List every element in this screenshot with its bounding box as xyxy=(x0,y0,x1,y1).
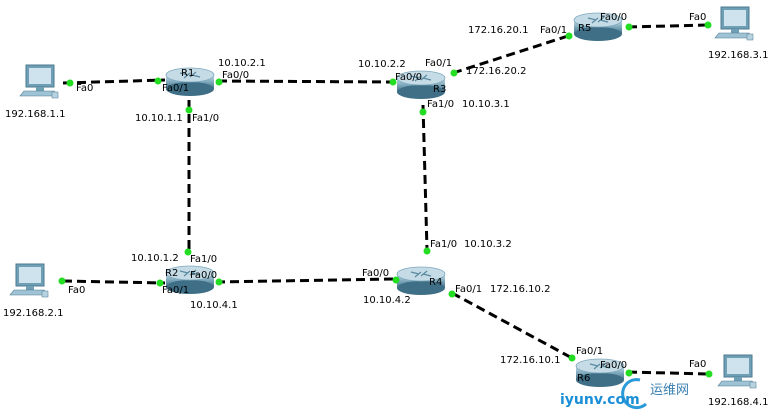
pc4-ip: 192.168.4.1 xyxy=(708,397,768,408)
r3-fa0-0-ip: 10.10.2.2 xyxy=(358,59,406,70)
r5-fa0-0: Fa0/0 xyxy=(600,12,627,23)
watermark-text: 运维网 xyxy=(650,383,689,398)
pc4-port: Fa0 xyxy=(689,359,706,370)
r6-fa0-1-ip: 172.16.10.1 xyxy=(500,355,560,366)
r2-fa0-0: Fa0/0 xyxy=(190,270,217,281)
pc1-ip: 192.168.1.1 xyxy=(5,109,65,120)
link-r3-r4[interactable] xyxy=(421,104,429,251)
link-r1-r3[interactable] xyxy=(217,79,394,84)
r2-fa0-0-ip: 10.10.4.1 xyxy=(190,300,238,311)
r4-fa0-0-ip: 10.10.4.2 xyxy=(363,295,411,306)
r3-fa0-1: Fa0/1 xyxy=(425,58,452,69)
pc3-ip: 192.168.3.1 xyxy=(708,50,768,61)
r1-fa1-0: Fa1/0 xyxy=(192,113,219,124)
r1-fa0-0-ip: 10.10.2.1 xyxy=(218,58,266,69)
r3-fa1-0-ip: 10.10.3.1 xyxy=(462,99,510,110)
r3-fa1-0: Fa1/0 xyxy=(427,99,454,110)
r1-fa1-0-ip: 10.10.1.1 xyxy=(135,113,183,124)
r4-fa1-0-ip: 10.10.3.2 xyxy=(464,239,512,250)
pc2-ip: 192.168.2.1 xyxy=(3,308,63,319)
pc4-icon[interactable] xyxy=(717,354,757,389)
pc1-port: Fa0 xyxy=(76,83,93,94)
r2-fa0-1: Fa0/1 xyxy=(162,285,189,296)
r6-name: R6 xyxy=(577,373,590,384)
watermark-domain: iyunv.com xyxy=(560,392,640,408)
pc1-icon[interactable] xyxy=(19,64,59,99)
pc2-port: Fa0 xyxy=(68,285,85,296)
r5-fa0-1-ip: 172.16.20.1 xyxy=(468,25,528,36)
r1-fa0-0: Fa0/0 xyxy=(222,70,249,81)
link-r3-r5[interactable] xyxy=(452,34,569,75)
labels: 192.168.1.1 Fa0 R1 Fa0/1 Fa0/0 10.10.2.1… xyxy=(3,12,768,408)
r1-fa0-1: Fa0/1 xyxy=(162,83,189,94)
r5-fa0-1: Fa0/1 xyxy=(540,25,567,36)
watermark-logo: 运维网 iyunv.com xyxy=(560,378,689,410)
r4-fa0-0: Fa0/0 xyxy=(362,268,389,279)
link-pc1-r1[interactable] xyxy=(62,78,166,85)
r2-fa1-0-ip: 10.10.1.2 xyxy=(131,253,179,264)
r4-name: R4 xyxy=(429,277,442,288)
link-r6-pc4[interactable] xyxy=(627,370,709,376)
port-status-dots xyxy=(58,21,713,378)
r3-fa0-1-ip: 172.16.20.2 xyxy=(466,66,526,77)
r2-name: R2 xyxy=(165,268,178,279)
link-r4-r6[interactable] xyxy=(451,291,573,360)
r2-fa1-0: Fa1/0 xyxy=(190,254,217,265)
r5-name: R5 xyxy=(578,23,591,34)
pc2-icon[interactable] xyxy=(9,263,49,298)
pc3-port: Fa0 xyxy=(689,12,706,23)
link-r5-pc3[interactable] xyxy=(627,23,709,29)
r3-fa0-0: Fa0/0 xyxy=(395,72,422,83)
r4-fa0-1: Fa0/1 xyxy=(455,284,482,295)
r6-fa0-1: Fa0/1 xyxy=(576,346,603,357)
pc3-icon[interactable] xyxy=(714,6,754,41)
r4-fa0-1-ip: 172.16.10.2 xyxy=(490,284,550,295)
r1-name: R1 xyxy=(181,68,194,79)
link-pc2-r2[interactable] xyxy=(62,279,166,285)
r6-fa0-0: Fa0/0 xyxy=(600,360,627,371)
r4-fa1-0: Fa1/0 xyxy=(430,239,457,250)
link-r2-r4[interactable] xyxy=(215,277,396,284)
r3-name: R3 xyxy=(433,84,446,95)
